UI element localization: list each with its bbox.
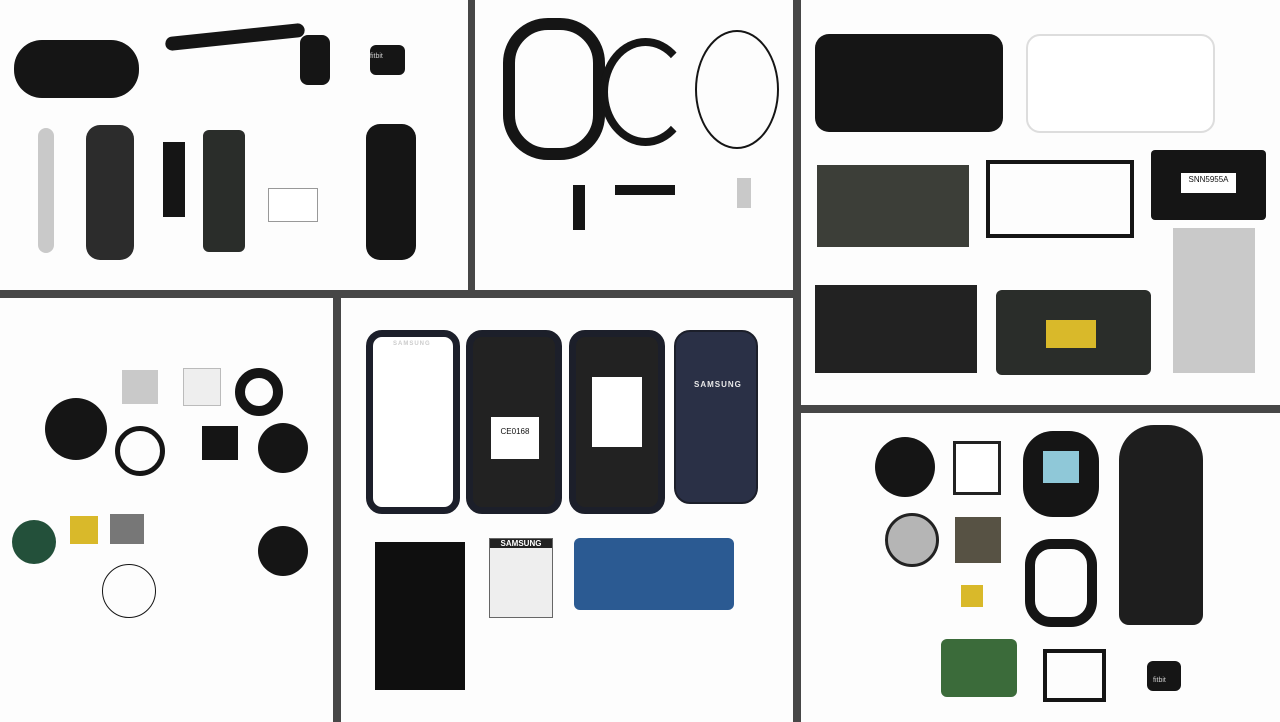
- silver-ring: [115, 426, 165, 476]
- band-strap: [164, 22, 306, 52]
- clear-cover: [183, 368, 221, 406]
- flex-board: [615, 185, 675, 195]
- round-board: [258, 423, 308, 473]
- fitbit-logo: fitbit: [1153, 677, 1166, 684]
- battery-gold: [70, 516, 98, 544]
- battery-cover: [875, 437, 935, 497]
- back-plate: [102, 564, 156, 618]
- battery: SAMSUNG: [489, 538, 553, 618]
- small-parts: [505, 175, 755, 179]
- display-module: [817, 165, 969, 247]
- battery-label: SNN5955A: [1181, 173, 1236, 193]
- tracker-face: [1023, 431, 1099, 517]
- square-plate: [122, 370, 158, 404]
- back-cover-brand: SAMSUNG: [694, 380, 742, 389]
- band-housing: [14, 40, 139, 98]
- screen: [1043, 451, 1079, 483]
- lcd: [955, 517, 1001, 563]
- panel-fitbit-flex: fitbit: [0, 0, 468, 290]
- vibration-motor: [961, 585, 983, 607]
- back-cover: SAMSUNG: [674, 330, 758, 504]
- shield-gold: [1046, 320, 1096, 348]
- midframe: [1173, 228, 1255, 373]
- coin-cell: [885, 513, 939, 567]
- outer-shell: [366, 124, 416, 260]
- battery-label: [268, 188, 318, 222]
- watch-face: [45, 398, 107, 460]
- bracket: [1043, 649, 1106, 702]
- clasp-pin: [38, 128, 54, 253]
- band-clip: [600, 38, 691, 146]
- clear-window: [953, 441, 1001, 495]
- rear-chassis: [569, 330, 665, 514]
- cracked-glass: [815, 285, 977, 373]
- headphone-cable: [695, 30, 779, 149]
- battery: SNN5955A: [1151, 150, 1266, 220]
- frame-label: CE0168: [491, 417, 539, 459]
- mainboard: [574, 538, 734, 610]
- case-ring: [1025, 539, 1097, 627]
- panel-phone-1: SNN5955A: [801, 0, 1280, 405]
- inner-housing: [86, 125, 134, 260]
- battery-brand: SAMSUNG: [490, 539, 552, 548]
- tracker-module: fitbit: [370, 45, 405, 75]
- fitbit-logo: fitbit: [370, 53, 383, 60]
- shield-can: [110, 514, 144, 544]
- bezel-ring: [235, 368, 283, 416]
- panel-fitbit-one: fitbit: [801, 413, 1280, 722]
- silicone-band: [1119, 425, 1203, 625]
- panel-wristband: [475, 0, 793, 290]
- midframe: CE0168: [466, 330, 562, 514]
- chassis-window: [592, 377, 642, 447]
- battery: [163, 142, 185, 217]
- back-housing: [815, 34, 1003, 132]
- panel-smartwatch: [0, 298, 333, 722]
- circuit-board: [941, 639, 1017, 697]
- front-brand: SAMSUNG: [393, 341, 431, 347]
- circuit-round: [12, 520, 56, 564]
- bottom-case: [258, 526, 308, 576]
- wristband-loop: [503, 18, 605, 160]
- button-cap: fitbit: [1147, 661, 1181, 691]
- front-glass: SAMSUNG: [366, 330, 460, 514]
- circuit-board: [203, 130, 245, 252]
- battery-cell: [573, 185, 585, 230]
- vibration-motor: [737, 178, 751, 208]
- clip-part: [300, 35, 330, 85]
- lcd-panel: [375, 542, 465, 690]
- display-square: [202, 426, 238, 460]
- panel-samsung: SAMSUNG CE0168 SAMSUNG SAMSUNG: [341, 298, 793, 722]
- flex-cables: [986, 160, 1134, 238]
- mainboard: [996, 290, 1151, 375]
- bezel-frame: [1026, 34, 1215, 133]
